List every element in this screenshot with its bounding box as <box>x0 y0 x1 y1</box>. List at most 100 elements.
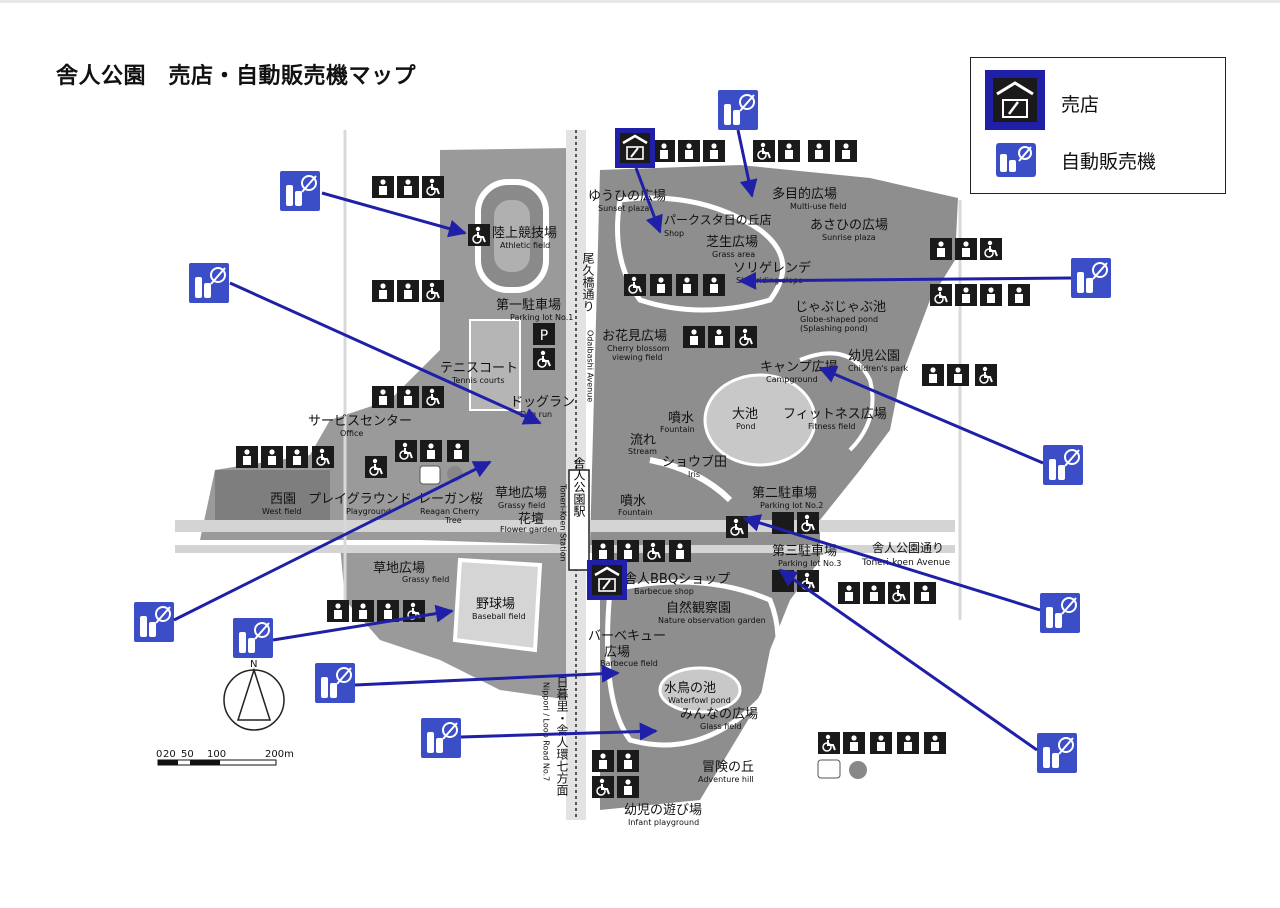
label-play-en: Playground <box>346 507 391 516</box>
label-parking2: 第二駐車場 <box>752 486 817 501</box>
vending-machine-icon[interactable] <box>1036 732 1078 774</box>
label-bbqshop-en: Barbecue shop <box>634 587 694 596</box>
label-camp-en: Campground <box>766 375 818 384</box>
label-multi-en: Multi-use field <box>790 202 846 211</box>
label-bbq2: 広場 <box>604 645 630 660</box>
label-parking1: 第一駐車場 <box>496 298 561 313</box>
compass-north: N <box>250 659 257 670</box>
vending-machine-icon[interactable] <box>420 717 462 759</box>
shop-icon <box>985 70 1045 130</box>
legend-shop-label: 売店 <box>1061 94 1100 116</box>
label-parking3-en: Parking lot No.3 <box>778 559 841 568</box>
label-odai: 尾久橋通り <box>581 252 595 312</box>
label-fountain2-en: Fountain <box>618 508 653 517</box>
top-border <box>0 0 1280 3</box>
vending-machine-icon <box>996 143 1036 177</box>
label-stream-en: Stream <box>628 447 657 456</box>
scale-bar: 0 20 50 100 200m <box>156 749 294 766</box>
label-sunrise: あさひの広場 <box>810 218 888 233</box>
label-sunrise-en: Sunrise plaza <box>822 233 876 242</box>
legend-icons <box>985 70 1045 177</box>
svg-text:P: P <box>540 328 548 344</box>
label-grassy2-en: Grassy field <box>402 575 449 584</box>
scale-0: 0 <box>156 749 162 760</box>
label-parkstar: パークスタ日の丘店 <box>664 213 772 227</box>
vending-machine-icon[interactable] <box>133 601 175 643</box>
label-children-en: Children's park <box>848 364 908 373</box>
label-flower: 花壇 <box>518 511 544 527</box>
scale-200m: 200m <box>265 749 294 760</box>
label-nature-en: Nature observation garden <box>658 616 766 625</box>
vending-machine-icon[interactable] <box>1039 592 1081 634</box>
label-avenue-en: Toneri-koen Avenue <box>861 558 951 568</box>
label-hanami: お花見広場 <box>602 328 667 344</box>
label-athletic-en: Athletic field <box>500 241 550 250</box>
restroom-icon <box>922 363 998 387</box>
label-reagan-en2: Tree <box>444 516 462 525</box>
vending-machine-icon[interactable] <box>717 89 759 131</box>
shop-icon[interactable] <box>613 126 657 170</box>
label-fountain: 噴水 <box>668 411 694 426</box>
label-minna: みんなの広場 <box>680 707 758 722</box>
vending-machine-icon[interactable] <box>1042 444 1084 486</box>
parking-icon: P <box>532 323 556 371</box>
label-station: 舎人公園駅 <box>572 457 586 518</box>
wheelchair-icon <box>364 455 388 479</box>
label-bbqshop: 舎人BBQショップ <box>624 572 730 587</box>
label-odai-en: Odaibashi Avenue <box>586 330 595 402</box>
label-hanami-en1: Cherry blossom <box>607 344 670 353</box>
legend-vending-label: 自動販売機 <box>1061 151 1157 173</box>
label-grassy-en: Grassy field <box>498 501 545 510</box>
label-infant-en: Infant playground <box>628 818 699 827</box>
label-baseball: 野球場 <box>476 597 515 612</box>
label-fountain2: 噴水 <box>620 494 646 509</box>
label-children: 幼児公園 <box>848 349 900 364</box>
scale-100: 100 <box>207 749 226 760</box>
legend: 売店 自動販売機 <box>970 57 1226 194</box>
scale-20: 20 <box>163 749 176 760</box>
label-tennis: テニスコート <box>440 361 518 376</box>
label-jabu-en2: (Splashing pond) <box>800 324 868 333</box>
scale-50: 50 <box>181 749 194 760</box>
label-waterfowl: 水鳥の池 <box>664 681 716 696</box>
label-infant: 幼児の遊び場 <box>624 803 702 818</box>
label-grass-en: Grass area <box>712 250 755 259</box>
label-grassy: 草地広場 <box>495 486 547 501</box>
label-station-en: Toneri-Koen Station <box>559 483 568 562</box>
label-parking2-en: Parking lot No.2 <box>760 501 823 510</box>
page-title: 舎人公園 売店・自動販売機マップ <box>56 64 417 89</box>
label-service: サービスセンター <box>308 414 412 429</box>
restroom-icon <box>372 385 445 409</box>
label-west-en: West field <box>262 507 301 516</box>
label-nature: 自然観察園 <box>666 600 731 616</box>
label-bbq1: バーベキュー <box>588 629 666 644</box>
label-sunset: ゆうひの広場 <box>588 189 666 204</box>
label-fitness-en: Fitness field <box>808 422 856 431</box>
restroom-icon <box>372 175 445 199</box>
label-camp: キャンプ広場 <box>760 360 838 375</box>
compass: N <box>223 659 285 731</box>
vending-machine-icon[interactable] <box>1070 257 1112 299</box>
restroom-icon <box>752 139 857 163</box>
label-iris-en: Iris <box>688 470 700 479</box>
label-play: プレイグラウンド <box>308 492 412 507</box>
label-hanami-en2: viewing field <box>612 353 663 362</box>
vending-machine-icon[interactable] <box>279 170 321 212</box>
pointer-arrows <box>173 129 1072 752</box>
vending-machine-icon[interactable] <box>232 617 274 659</box>
label-service-en: Office <box>340 429 363 438</box>
station-sign: 舎人公園駅 <box>568 457 590 571</box>
label-reagan: レーガン桜 <box>418 492 483 507</box>
label-waterfowl-en: Waterfowl pond <box>668 696 731 705</box>
label-parking1-en: Parking lot No.1 <box>510 313 573 322</box>
label-pond: 大池 <box>732 407 758 422</box>
label-avenue: 舎人公園通り <box>872 541 944 555</box>
label-bbq-en: Barbecue field <box>600 659 658 668</box>
vending-machine-icon[interactable] <box>314 662 356 704</box>
aed-icon <box>817 759 867 779</box>
label-baseball-en: Baseball field <box>472 612 526 621</box>
vending-machine-icon[interactable] <box>188 262 230 304</box>
label-adventure: 冒険の丘 <box>702 760 754 775</box>
shop-icon[interactable] <box>585 558 629 602</box>
